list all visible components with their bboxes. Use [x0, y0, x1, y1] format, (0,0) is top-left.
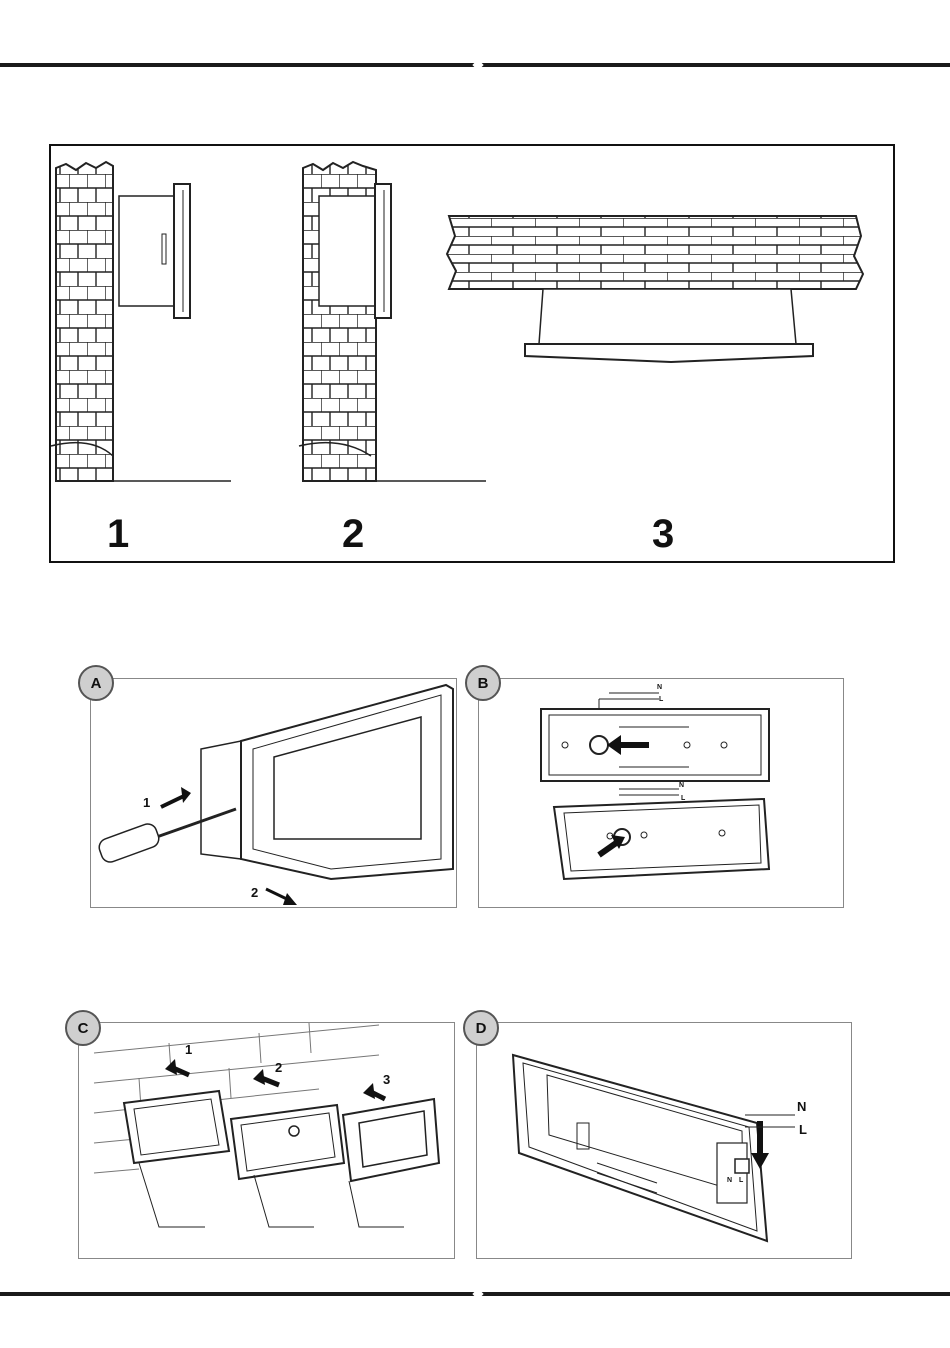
figure-a-badge: A	[78, 665, 114, 701]
figure-c-badge: C	[65, 1010, 101, 1046]
figure-c-label-2: 2	[275, 1060, 282, 1075]
figure-c-panel: 1 2 3	[78, 1022, 455, 1259]
bottom-divider	[0, 1292, 950, 1296]
figure-d-label-n: N	[797, 1099, 806, 1114]
figure-d-label-n-small: N	[727, 1177, 732, 1184]
figure-d-badge: D	[463, 1010, 499, 1046]
figure-d-panel: N L N L	[476, 1022, 852, 1259]
mounting-illustrations	[51, 146, 897, 565]
wall-recessed-mount-drawing	[299, 162, 486, 481]
figure-b-badge: B	[465, 665, 501, 701]
figure-a-label-1: 1	[143, 795, 150, 810]
figure-d-drawing	[477, 1023, 853, 1260]
step-label-1: 1	[107, 512, 128, 557]
figure-b-label-l-bottom: L	[681, 795, 685, 802]
figure-b-drawing	[479, 679, 845, 909]
figure-d-label-l: L	[799, 1122, 807, 1137]
figure-b-label-n-top: N	[657, 684, 662, 691]
divider-notch	[472, 1288, 483, 1299]
step-label-3: 3	[652, 512, 673, 557]
figure-b-label-n-bottom: N	[679, 782, 684, 789]
figure-a-drawing	[91, 679, 458, 909]
figure-c-drawing	[79, 1023, 456, 1260]
figure-d-label-l-small: L	[739, 1177, 743, 1184]
mounting-options-panel: 1 2 3	[49, 144, 895, 563]
figure-b-label-l-top: L	[659, 696, 663, 703]
top-divider	[0, 63, 950, 67]
figure-c-label-3: 3	[383, 1072, 390, 1087]
step-label-2: 2	[342, 512, 363, 557]
figure-c-label-1: 1	[185, 1042, 192, 1057]
wall-surface-mount-drawing	[51, 162, 231, 481]
figure-a-label-2: 2	[251, 885, 258, 900]
figure-a-panel: 1 2	[90, 678, 457, 908]
ceiling-mount-drawing	[447, 216, 863, 362]
divider-notch	[472, 59, 483, 70]
figure-b-panel: N L N L	[478, 678, 844, 908]
